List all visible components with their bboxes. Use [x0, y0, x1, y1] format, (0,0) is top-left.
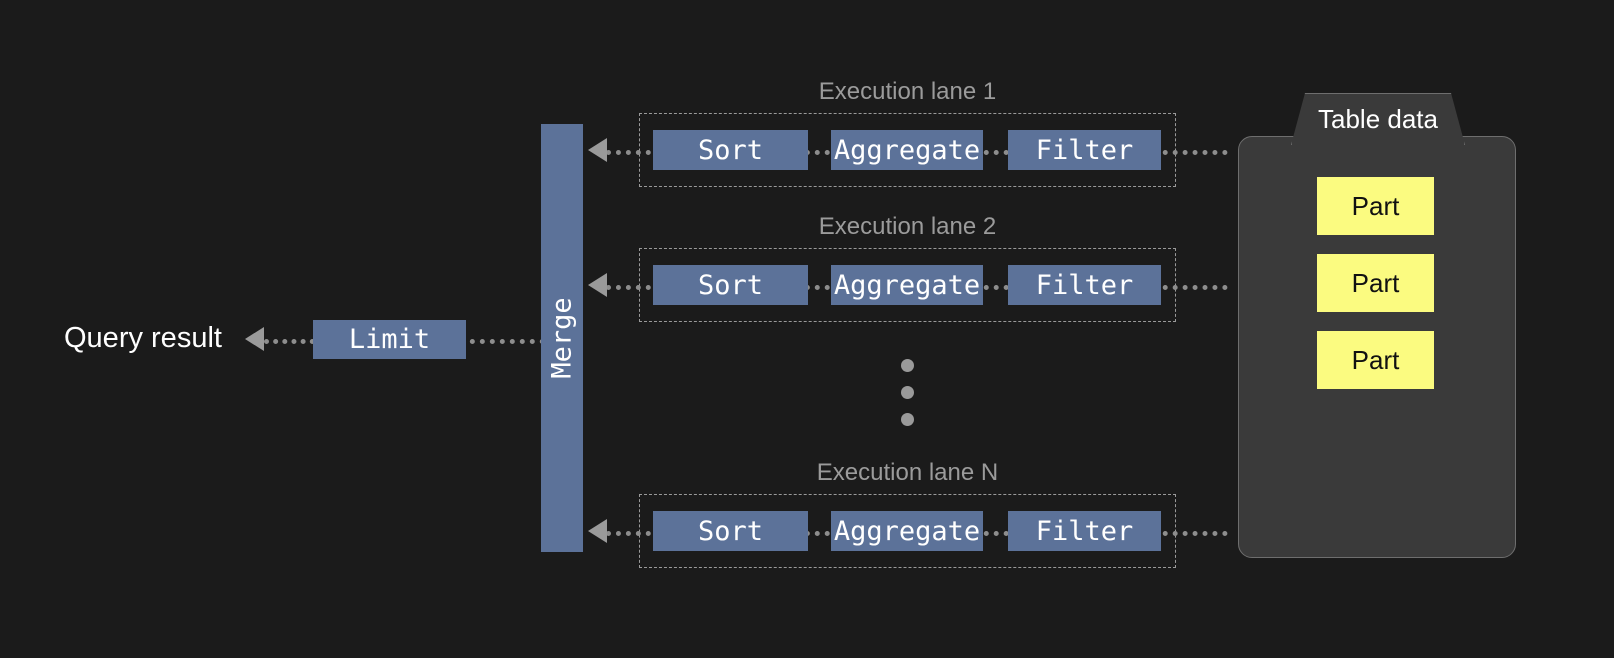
- lane-2-operator-aggregate[interactable]: Aggregate: [831, 265, 983, 305]
- arrow-to-query-result: [245, 327, 264, 351]
- lane-1-operator-filter[interactable]: Filter: [1008, 130, 1161, 170]
- lane-2-operator-sort[interactable]: Sort: [653, 265, 808, 305]
- lane-2-label: Execution lane 2: [818, 213, 997, 240]
- merge-operator[interactable]: Merge: [541, 124, 583, 552]
- query-result-label: Query result: [64, 322, 222, 354]
- ellipsis-dot: [901, 359, 914, 372]
- lane-2-operator-sort-label: Sort: [697, 269, 764, 301]
- arrow-lane-n-to-merge: [588, 519, 607, 543]
- lane-n-operator-aggregate-label: Aggregate: [833, 515, 981, 547]
- arrow-lane-2-to-merge: [588, 273, 607, 297]
- lane-n-operator-sort[interactable]: Sort: [653, 511, 808, 551]
- lane-2-operator-filter-label: Filter: [1035, 269, 1134, 301]
- lane-1-operator-sort-label: Sort: [697, 134, 764, 166]
- arrow-lane-1-to-merge: [588, 138, 607, 162]
- table-data-title: Table data: [1318, 103, 1438, 134]
- table-part-3[interactable]: Part: [1317, 331, 1434, 389]
- lane-2-operator-aggregate-label: Aggregate: [833, 269, 981, 301]
- table-part-2-label: Part: [1351, 267, 1400, 298]
- lane-2-operator-filter[interactable]: Filter: [1008, 265, 1161, 305]
- lane-n-operator-filter-label: Filter: [1035, 515, 1134, 547]
- lane-1-label: Execution lane 1: [818, 78, 997, 105]
- table-part-3-label: Part: [1351, 344, 1400, 375]
- lane-n-operator-filter[interactable]: Filter: [1008, 511, 1161, 551]
- table-part-1[interactable]: Part: [1317, 177, 1434, 235]
- lane-ellipsis: [901, 359, 914, 440]
- lane-1-operator-filter-label: Filter: [1035, 134, 1134, 166]
- table-part-2[interactable]: Part: [1317, 254, 1434, 312]
- merge-label: Merge: [546, 297, 578, 379]
- connector-limit-to-result: [264, 339, 324, 344]
- ellipsis-dot: [901, 386, 914, 399]
- lane-n-label: Execution lane N: [816, 459, 999, 486]
- ellipsis-dot: [901, 413, 914, 426]
- table-part-1-label: Part: [1351, 190, 1400, 221]
- lane-n-operator-sort-label: Sort: [697, 515, 764, 547]
- lane-1-operator-aggregate-label: Aggregate: [833, 134, 981, 166]
- lane-1-operator-sort[interactable]: Sort: [653, 130, 808, 170]
- lane-1-operator-aggregate[interactable]: Aggregate: [831, 130, 983, 170]
- operator-limit[interactable]: Limit: [313, 320, 466, 359]
- operator-limit-label: Limit: [348, 324, 431, 355]
- lane-n-operator-aggregate[interactable]: Aggregate: [831, 511, 983, 551]
